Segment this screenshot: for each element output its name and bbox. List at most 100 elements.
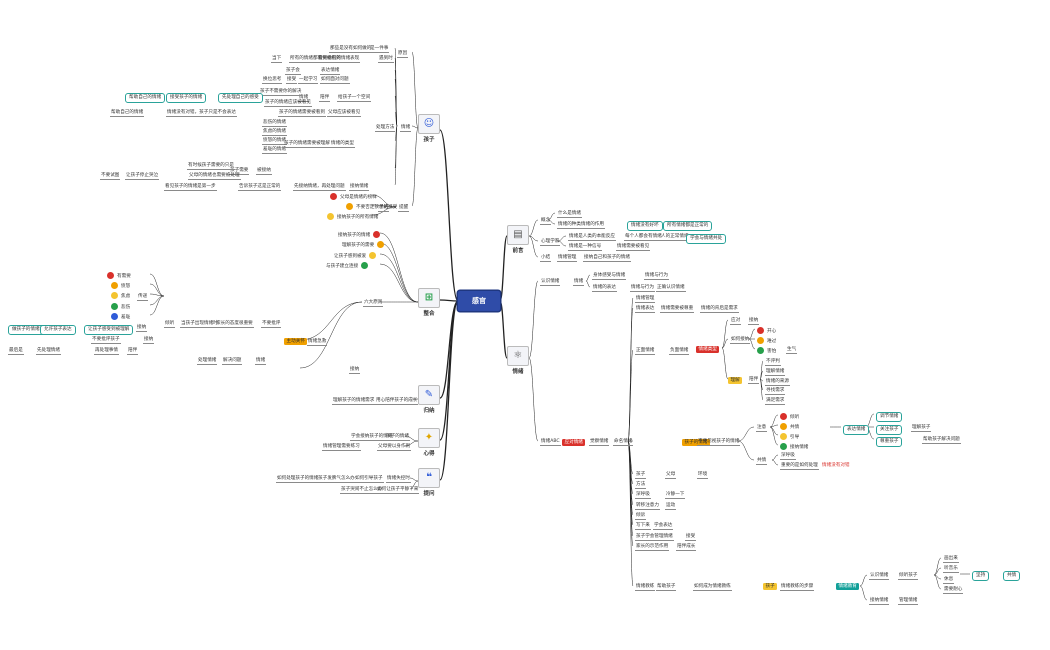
topic-node[interactable]: 接纳 — [143, 337, 155, 344]
topic-node[interactable]: 情绪的作用 — [580, 222, 605, 229]
topic-node[interactable]: 深呼吸 — [780, 453, 796, 460]
topic-node[interactable]: 人的正常情绪 — [660, 234, 690, 241]
emotion-item[interactable]: 悲伤 — [111, 303, 130, 311]
topic-node[interactable]: 倾听 — [164, 321, 176, 328]
topic-node[interactable]: 传递 — [137, 294, 149, 301]
topic-node[interactable]: 孩子需要 — [229, 168, 250, 175]
reminder-item[interactable]: 父母是情绪的榜样 — [330, 193, 377, 201]
topic-node[interactable]: 不要忽视孩子的情绪 — [697, 439, 741, 446]
topic-node[interactable]: 命名情绪 — [613, 439, 634, 446]
topic-tag[interactable]: 应对情绪 — [562, 439, 586, 446]
topic-node[interactable]: 让孩子停止哭泣 — [125, 173, 160, 180]
topic-node[interactable]: 情绪教练 — [635, 584, 656, 591]
topic-node[interactable]: 所有情绪都是正常的 — [663, 221, 713, 231]
topic-node[interactable]: 环境 — [697, 472, 709, 479]
principle-item[interactable]: 理解孩子的需要 — [342, 241, 385, 249]
topic-node[interactable]: 情绪 — [255, 358, 267, 365]
topic-node[interactable]: 遇到时 — [378, 56, 394, 63]
topic-node[interactable]: 被接纳 — [256, 168, 272, 175]
topic-node[interactable]: 尊重孩子 — [876, 437, 903, 447]
emotion-item[interactable]: 羞耻 — [111, 313, 130, 321]
list-item[interactable]: 接纳情绪 — [780, 443, 808, 451]
topic-node[interactable]: 坚持 — [972, 571, 990, 581]
topic-node[interactable]: 接纳 — [136, 325, 148, 332]
topic-node[interactable]: 管理情绪 — [898, 598, 919, 605]
topic-node[interactable]: 表达情绪 — [843, 425, 870, 435]
warning-note[interactable]: 情绪没有对错 — [822, 463, 850, 468]
topic-node[interactable]: 表达情绪 — [320, 68, 341, 75]
topic-node[interactable]: 应对 — [730, 318, 742, 325]
topic-node[interactable]: 当下 — [271, 56, 283, 63]
topic-node[interactable]: 陪伴 — [748, 377, 760, 384]
topic-node[interactable]: 正面情绪 — [635, 348, 656, 355]
topic-node[interactable]: 注意 — [756, 425, 768, 432]
topic-node[interactable]: 情绪失控时 — [386, 476, 411, 483]
topic-node[interactable]: 转移注意力 — [635, 503, 660, 510]
topic-tag[interactable]: 情绪教育 — [836, 583, 860, 590]
list-item[interactable]: 难过 — [757, 337, 776, 345]
topic-node[interactable]: 情绪的种类 — [557, 222, 582, 229]
topic-node[interactable]: 先处理情绪 — [36, 348, 61, 355]
topic-node[interactable]: 原因 — [397, 51, 409, 58]
topic-node[interactable]: 身体感受与情绪 — [592, 273, 627, 280]
topic-node[interactable]: 什么是情绪 — [557, 211, 582, 218]
topic-node[interactable]: 如何成为情绪教练 — [693, 584, 732, 591]
topic-node[interactable]: 接纳 — [349, 367, 361, 374]
topic-node[interactable]: 换位思考 — [262, 77, 283, 84]
topic-node[interactable]: 帮助自己的情绪 — [125, 93, 166, 103]
topic-node[interactable]: 情绪的类型 — [330, 141, 355, 148]
topic-node[interactable]: 如何处理孩子的情绪 — [276, 476, 320, 483]
topic-node[interactable]: 情绪与行为 — [630, 285, 655, 292]
topic-node[interactable]: 休息 — [943, 577, 955, 584]
topic-node[interactable]: 帮助孩子 — [656, 584, 677, 591]
topic-node[interactable]: 不评判 — [765, 359, 781, 366]
emotion-item[interactable]: 愤怒 — [111, 282, 130, 290]
topic-node[interactable]: 孩子的情绪 — [385, 434, 410, 441]
topic-node[interactable]: 理解孩子的情绪需求 — [332, 398, 376, 405]
topic-node[interactable]: 深呼吸 — [635, 492, 651, 499]
topic-node[interactable]: 接受孩子的情绪 — [166, 93, 207, 103]
topic-node[interactable]: 情绪表达 — [635, 306, 656, 313]
topic-node[interactable]: 情绪ABC — [540, 439, 561, 446]
topic-node[interactable]: 孩子学会管理情绪 — [635, 534, 674, 541]
topic-node[interactable]: 给孩子一个空间 — [337, 95, 372, 102]
topic-node[interactable]: 情绪的表达 — [592, 285, 617, 292]
topic-node[interactable]: 学会与情绪共处 — [686, 234, 727, 244]
topic-node[interactable]: 情绪的背后是需求 — [700, 306, 739, 313]
topic-node[interactable]: 情绪管理 — [635, 296, 656, 303]
topic-node[interactable]: 接纳情绪 — [349, 184, 370, 191]
topic-node[interactable]: 寻找需求 — [765, 388, 786, 395]
topic-node[interactable]: 告诉孩子这是正常的 — [238, 184, 282, 191]
topic-node[interactable]: 是一件事 — [369, 46, 390, 53]
list-item[interactable]: 引导 — [780, 433, 799, 441]
topic-node[interactable]: 先处理自己的感受 — [218, 93, 263, 103]
topic-node[interactable]: 孩子不需要你的解决 — [259, 89, 303, 96]
topic-node[interactable]: 理解孩子 — [911, 425, 932, 432]
topic-node[interactable]: 孩子的情绪需要被看到 — [278, 110, 326, 117]
topic-node[interactable]: 重要的是如何处理 — [780, 463, 819, 470]
topic-node[interactable]: 情绪需要被看见 — [616, 244, 651, 251]
branch-preface[interactable]: ▤ 前言 — [507, 225, 529, 254]
topic-node[interactable]: 处理方法 — [375, 125, 396, 132]
topic-node[interactable]: 总结 — [378, 205, 390, 212]
topic-node[interactable]: 学会表达 — [653, 523, 674, 530]
topic-node[interactable]: 情绪教练的步骤 — [780, 584, 815, 591]
topic-node[interactable]: 不要批评孩子 — [91, 337, 121, 344]
topic-node[interactable]: 倾诉 — [635, 513, 647, 520]
emotion-item[interactable]: 有需要 — [107, 272, 131, 280]
topic-node[interactable]: 每个人都会有情绪 — [624, 234, 663, 241]
topic-node[interactable]: 陪伴 — [127, 348, 139, 355]
topic-node[interactable]: 羞耻的情绪 — [262, 147, 287, 154]
topic-node[interactable]: 父母 — [665, 472, 677, 479]
reminder-item[interactable]: 不要否定孩子的感受 — [346, 203, 397, 211]
topic-node[interactable]: 情绪是一种信号 — [568, 244, 603, 251]
topic-node[interactable]: 陪伴 — [319, 95, 331, 102]
topic-node[interactable]: 倾听孩子 — [898, 573, 919, 580]
topic-node[interactable]: 提醒 — [398, 205, 410, 212]
topic-node[interactable]: 情绪与行为 — [644, 273, 669, 280]
branch-question[interactable]: ❝ 提问 — [418, 468, 440, 497]
topic-node[interactable]: 孩子会 — [285, 68, 301, 75]
topic-node[interactable]: 解决问题 — [222, 358, 243, 365]
topic-node[interactable]: 家长的示范作用 — [635, 544, 670, 551]
topic-node[interactable]: 如何面对问题 — [320, 77, 350, 84]
